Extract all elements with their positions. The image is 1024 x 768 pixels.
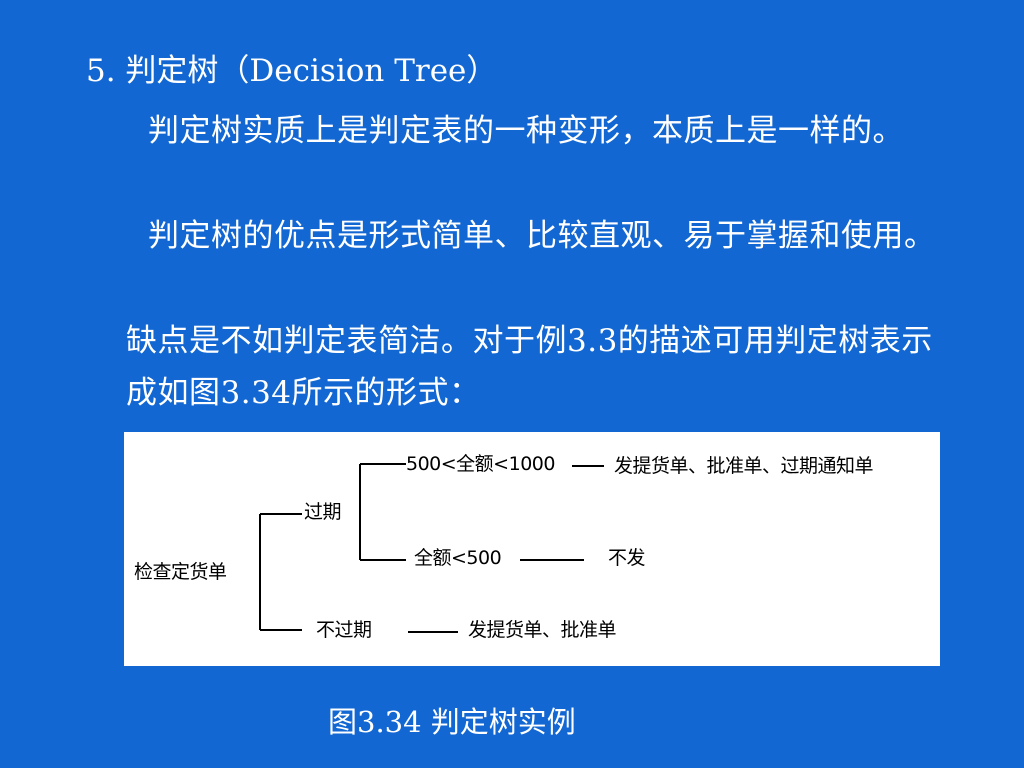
condition-under-500: 全额<500: [414, 547, 502, 569]
decision-tree-diagram: 检查定货单 过期 500<全额<1000 发提货单、批准单、过期通知单 全额<5…: [124, 432, 940, 666]
condition-500-to-1000: 500<全额<1000: [406, 453, 555, 475]
action-do-not-issue: 不发: [608, 547, 646, 569]
figure-caption: 图3.34 判定树实例: [328, 705, 576, 739]
branch-not-expired: 不过期: [316, 619, 372, 641]
paragraph-disadvantages: 缺点是不如判定表简洁。对于例3.3的描述可用判定树表示成如图3.34所示的形式：: [126, 323, 933, 411]
root-node: 检查定货单: [134, 561, 227, 583]
section-heading: 5. 判定树（Decision Tree）: [86, 53, 498, 89]
decision-tree-lines: [259, 463, 604, 633]
action-issue-delivery-approval: 发提货单、批准单: [468, 619, 617, 641]
branch-expired: 过期: [304, 501, 342, 523]
paragraph-variant: 判定树实质上是判定表的一种变形，本质上是一样的。: [148, 113, 904, 149]
action-issue-all-notices: 发提货单、批准单、过期通知单: [614, 455, 874, 477]
paragraph-advantages: 判定树的优点是形式简单、比较直观、易于掌握和使用。: [148, 218, 936, 254]
